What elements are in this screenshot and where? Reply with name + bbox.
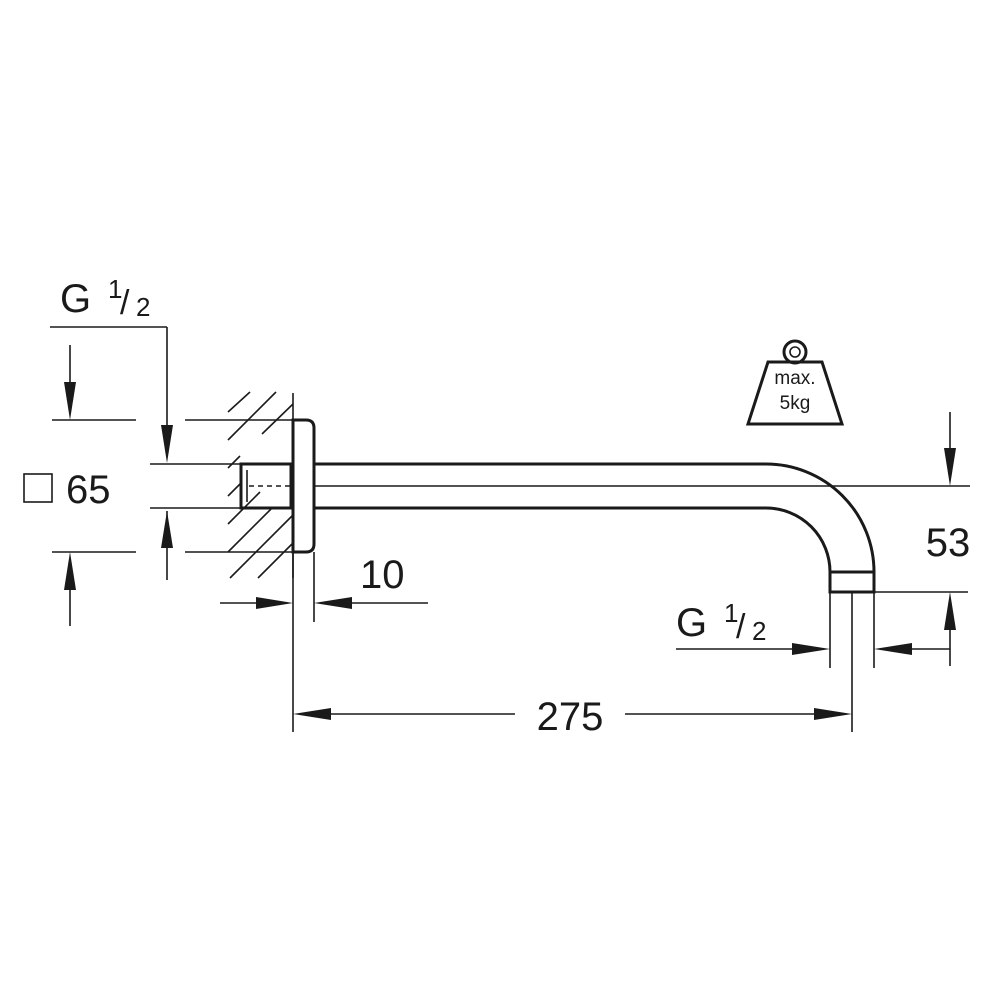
thread-leader-top bbox=[50, 326, 241, 580]
flange-size-label: 65 bbox=[66, 468, 111, 512]
svg-text:/: / bbox=[736, 608, 746, 646]
svg-text:2: 2 bbox=[752, 616, 766, 646]
weight-label-kg: 5kg bbox=[780, 393, 811, 414]
shower-arm bbox=[314, 462, 970, 594]
arm-drop-label: 53 bbox=[926, 521, 971, 565]
weight-label-max: max. bbox=[774, 368, 815, 389]
flange-depth-dimension: 10 bbox=[220, 552, 428, 732]
svg-text:G: G bbox=[60, 277, 91, 321]
flange-rosette bbox=[291, 418, 316, 554]
svg-text:G: G bbox=[676, 601, 707, 645]
flange-depth-label: 10 bbox=[360, 553, 405, 597]
arm-drop-dimension: 53 bbox=[874, 412, 970, 666]
thread-label-top: G 1 / 2 bbox=[60, 274, 150, 322]
svg-text:1: 1 bbox=[724, 598, 738, 628]
arm-length-dimension: 275 bbox=[293, 592, 853, 739]
svg-text:/: / bbox=[120, 284, 130, 322]
arm-length-label: 275 bbox=[537, 695, 604, 739]
wall-thread-socket bbox=[239, 462, 293, 510]
svg-text:2: 2 bbox=[136, 292, 150, 322]
thread-leader-bottom bbox=[676, 592, 950, 668]
svg-text:1: 1 bbox=[108, 274, 122, 304]
thread-label-bottom: G 1 / 2 bbox=[676, 598, 766, 646]
flange-size-dimension: 65 bbox=[23, 345, 293, 626]
max-weight-icon: max. 5kg bbox=[745, 339, 845, 426]
